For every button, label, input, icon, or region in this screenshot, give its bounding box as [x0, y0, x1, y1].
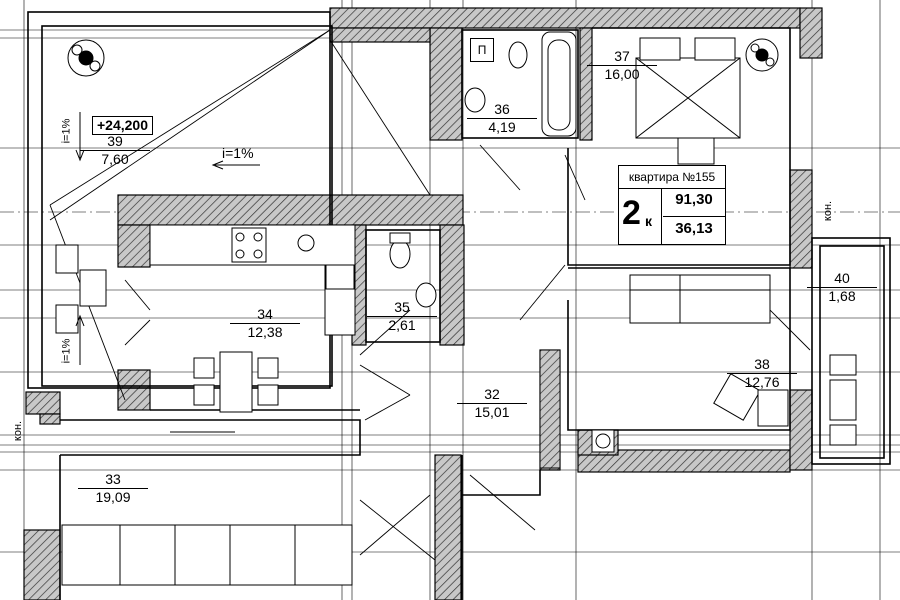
- sink-icon: [415, 282, 437, 308]
- sofa-icon: [629, 274, 771, 324]
- room-37-number: 37: [614, 48, 630, 64]
- room-35-number: 35: [394, 299, 410, 315]
- desk-icon: [713, 373, 761, 421]
- room-38-area: 12,76: [727, 373, 797, 390]
- ac-label-left: кон.: [12, 420, 25, 442]
- room-39-number: 39: [107, 133, 123, 149]
- table-icon: [829, 379, 857, 421]
- room-32-number: 32: [484, 386, 500, 402]
- room-32-area: 15,01: [457, 403, 527, 420]
- room-36-number: 36: [494, 101, 510, 117]
- room-37-area: 16,00: [587, 65, 657, 82]
- rooms-suffix: к: [645, 213, 653, 229]
- slope-label-balcony-upper: i=1%: [60, 118, 73, 144]
- living-area: 36,13: [663, 216, 725, 237]
- room-40-number: 40: [834, 270, 850, 286]
- room-38-number: 38: [754, 356, 770, 372]
- sink-icon: [464, 87, 486, 113]
- apartment-info-box: квартира №155 2 к 91,30 36,13: [618, 165, 726, 245]
- room-34-area: 12,38: [230, 323, 300, 340]
- sofa-icon: [61, 524, 353, 586]
- toilet-icon: [389, 239, 411, 269]
- room-outlines: [27, 11, 891, 600]
- room-34-number: 34: [257, 306, 273, 322]
- slope-label-balcony-lower: i=1%: [60, 338, 73, 364]
- toilet-icon: [508, 41, 528, 69]
- sink-icon: [325, 264, 355, 290]
- room-33-number: 33: [105, 471, 121, 487]
- room-39-area: 7,60: [80, 150, 150, 167]
- slope-label-terrace: i=1%: [222, 145, 254, 161]
- room-36-area: 4,19: [467, 118, 537, 135]
- rooms-count: 2: [622, 194, 641, 232]
- hood-icon: [297, 234, 315, 252]
- potted-plant-icon: [67, 39, 105, 77]
- room-35-area: 2,61: [367, 316, 437, 333]
- room-40-area: 1,68: [807, 287, 877, 304]
- ac-label-right: кон.: [822, 200, 835, 222]
- total-area: 91,30: [675, 191, 713, 208]
- elevation-mark: +24,200: [92, 116, 153, 135]
- rooms-count-cell: 2 к: [619, 189, 662, 244]
- furniture: [55, 31, 857, 586]
- apartment-title: квартира №155: [619, 166, 725, 189]
- room-33-area: 19,09: [78, 488, 148, 505]
- shower-tray-label: П: [470, 38, 494, 62]
- potted-plant-icon-2: [745, 38, 779, 72]
